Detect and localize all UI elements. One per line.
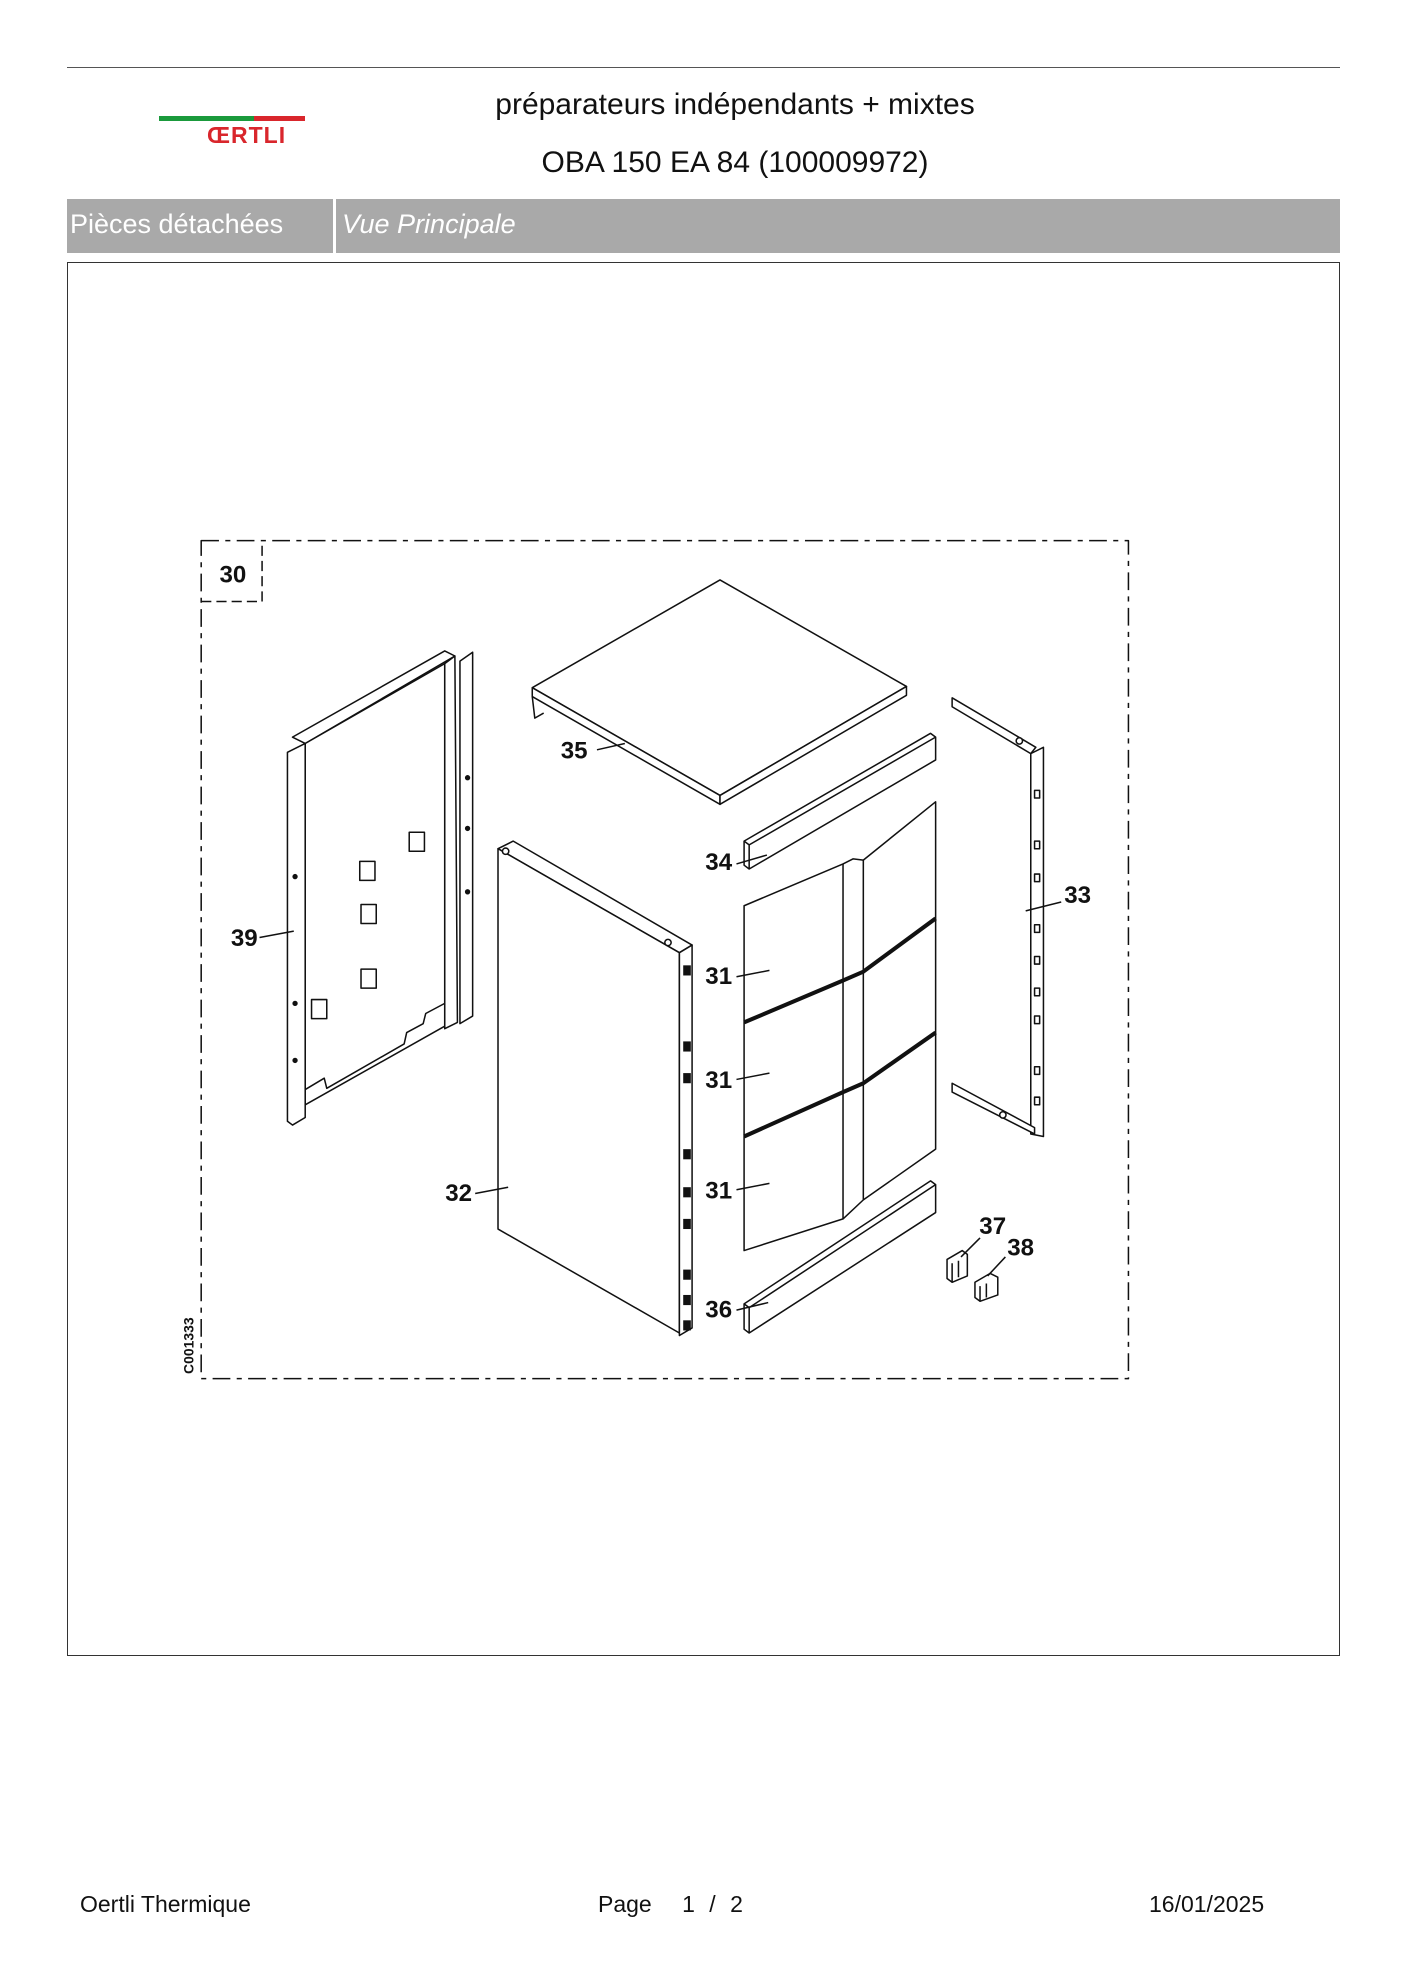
logo-text: ŒRTLI [207,122,287,148]
section-divider [333,199,336,253]
logo-red-stripe [254,116,305,121]
kit-label-box [201,540,263,603]
exploded-view-diagram: 30 35 34 39 33 31 31 31 32 37 38 36 C001… [181,539,1130,1380]
section-label-spare-parts: Pièces détachées [70,209,284,239]
part-39-back-panel [286,650,474,1126]
leader-lines [259,742,1062,1311]
footer-company: Oertli Thermique [80,1891,251,1917]
footer-page-current: 1 [682,1891,695,1917]
footer-page-number: Page 1 / 2 [598,1891,743,1918]
callout-35: 35 [561,738,588,765]
callout-31-top: 31 [705,963,732,990]
oertli-logo: ŒRTLI [155,110,315,155]
kit-boundary [200,539,1130,1380]
drawing-code: C001333 [181,1317,197,1374]
callout-31-bottom: 31 [705,1178,732,1205]
logo-green-stripe [159,116,254,121]
part-34-top-front-bar [743,732,937,870]
callout-37: 37 [979,1213,1006,1240]
callout-34: 34 [705,849,732,876]
footer-page-separator: / [709,1891,716,1917]
callout-39: 39 [231,925,258,952]
footer-page-label: Page [598,1891,652,1917]
top-rule [67,67,1340,68]
callout-38: 38 [1007,1235,1034,1262]
part-32-side-panel [497,840,693,1337]
part-31-front-panels [743,801,937,1252]
section-bar: Pièces détachées Vue Principale [67,199,1340,253]
callout-32: 32 [445,1180,472,1207]
part-33-rear-frame [951,697,1045,1138]
part-35-top-cover [531,579,908,806]
exploded-view-frame: 30 35 34 39 33 31 31 31 32 37 38 36 C001… [67,262,1340,1656]
callout-33: 33 [1064,882,1091,909]
section-label-main-view: Vue Principale [342,209,516,239]
callout-31-middle: 31 [705,1067,732,1094]
callout-30: 30 [219,561,246,588]
part-38-clip [974,1272,999,1303]
document-subtitle: OBA 150 EA 84 (100009972) [541,146,929,179]
part-37-clip [946,1249,969,1284]
footer-date: 16/01/2025 [1149,1891,1265,1917]
callout-36: 36 [705,1297,732,1324]
footer-page-total: 2 [730,1891,743,1917]
document-title: préparateurs indépendants + mixtes [495,88,975,121]
